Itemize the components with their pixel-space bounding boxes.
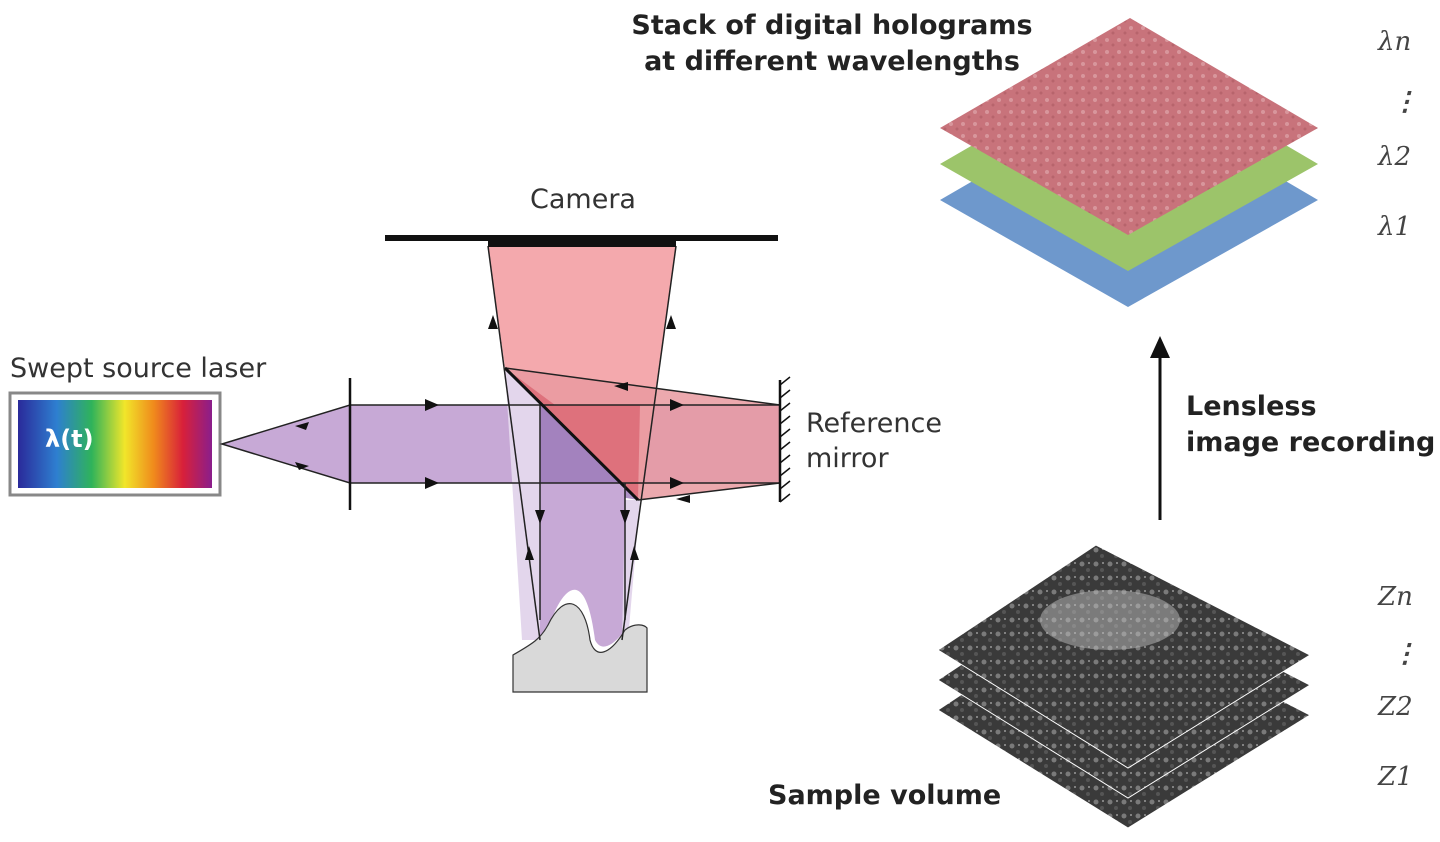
- stack-label-1: Stack of digital holograms: [631, 10, 1032, 41]
- lambda-2-label: λ2: [1377, 142, 1411, 172]
- hologram-stack: [940, 18, 1318, 307]
- camera-label: Camera: [530, 184, 636, 215]
- reference-label-2: mirror: [806, 443, 889, 474]
- stack-label-2: at different wavelengths: [644, 46, 1020, 77]
- lambda-dots: ⋮: [1392, 87, 1418, 117]
- reference-mirror: [778, 376, 791, 503]
- recording-label-1: Lensless: [1186, 391, 1317, 422]
- lambda-n-label: λn: [1377, 27, 1411, 57]
- laser-symbol: λ(t): [45, 425, 94, 453]
- camera: [385, 235, 778, 247]
- sample-volume-stack: [937, 544, 1312, 829]
- laser-label: Swept source laser: [10, 353, 267, 384]
- z-1-label: Z1: [1377, 762, 1413, 792]
- beam-splitter: [503, 366, 640, 502]
- recording-arrow: [1150, 336, 1170, 520]
- sample-volume-label: Sample volume: [768, 780, 1001, 811]
- z-2-label: Z2: [1377, 692, 1413, 722]
- recording-label-2: image recording: [1186, 427, 1435, 458]
- swept-source-laser: λ(t): [8, 391, 222, 497]
- optical-beams: [219, 245, 781, 693]
- z-n-label: Zn: [1377, 582, 1413, 612]
- reference-label-1: Reference: [806, 408, 942, 439]
- z-dots: ⋮: [1392, 639, 1418, 669]
- lambda-1-label: λ1: [1377, 212, 1411, 242]
